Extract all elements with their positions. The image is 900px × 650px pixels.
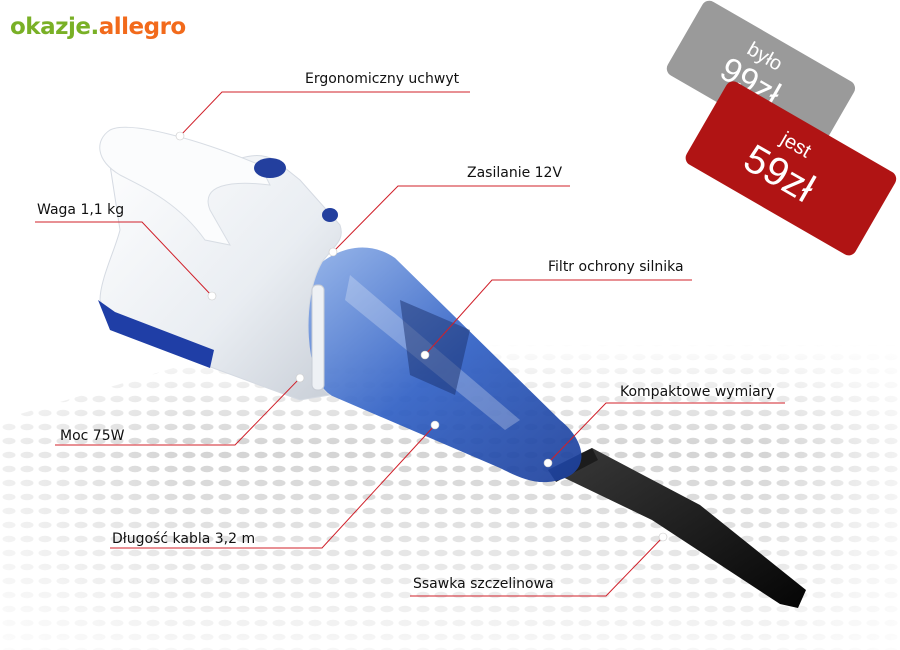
- label-motor-filter: Filtr ochrony silnika: [548, 259, 684, 275]
- label-power-supply: Zasilanie 12V: [467, 165, 563, 181]
- label-compact-dimensions: Kompaktowe wymiary: [620, 384, 775, 400]
- battery-stripe: [98, 300, 214, 368]
- label-power: Moc 75W: [60, 428, 125, 444]
- new-price-tag: [685, 81, 897, 256]
- logo-part-allegro: allegro: [98, 14, 187, 40]
- callout-points: [175, 131, 668, 542]
- allegro-logo[interactable]: okazje.allegro: [10, 14, 186, 40]
- vacuum-handle: [99, 126, 271, 246]
- old-price-tag: [666, 0, 856, 157]
- label-cable-length: Długość kabla 3,2 m: [112, 531, 256, 547]
- crevice-nozzle: [548, 448, 806, 608]
- logo-part-okazje: okazje.: [10, 14, 99, 40]
- price-tags: było 99zł jest 59zł: [666, 0, 897, 256]
- label-crevice-nozzle: Ssawka szczelinowa: [413, 576, 554, 592]
- label-ergonomic-handle: Ergonomiczny uchwyt: [305, 71, 460, 87]
- callout-lines: [35, 91, 785, 597]
- label-weight: Waga 1,1 kg: [37, 202, 125, 218]
- power-button: [254, 158, 286, 178]
